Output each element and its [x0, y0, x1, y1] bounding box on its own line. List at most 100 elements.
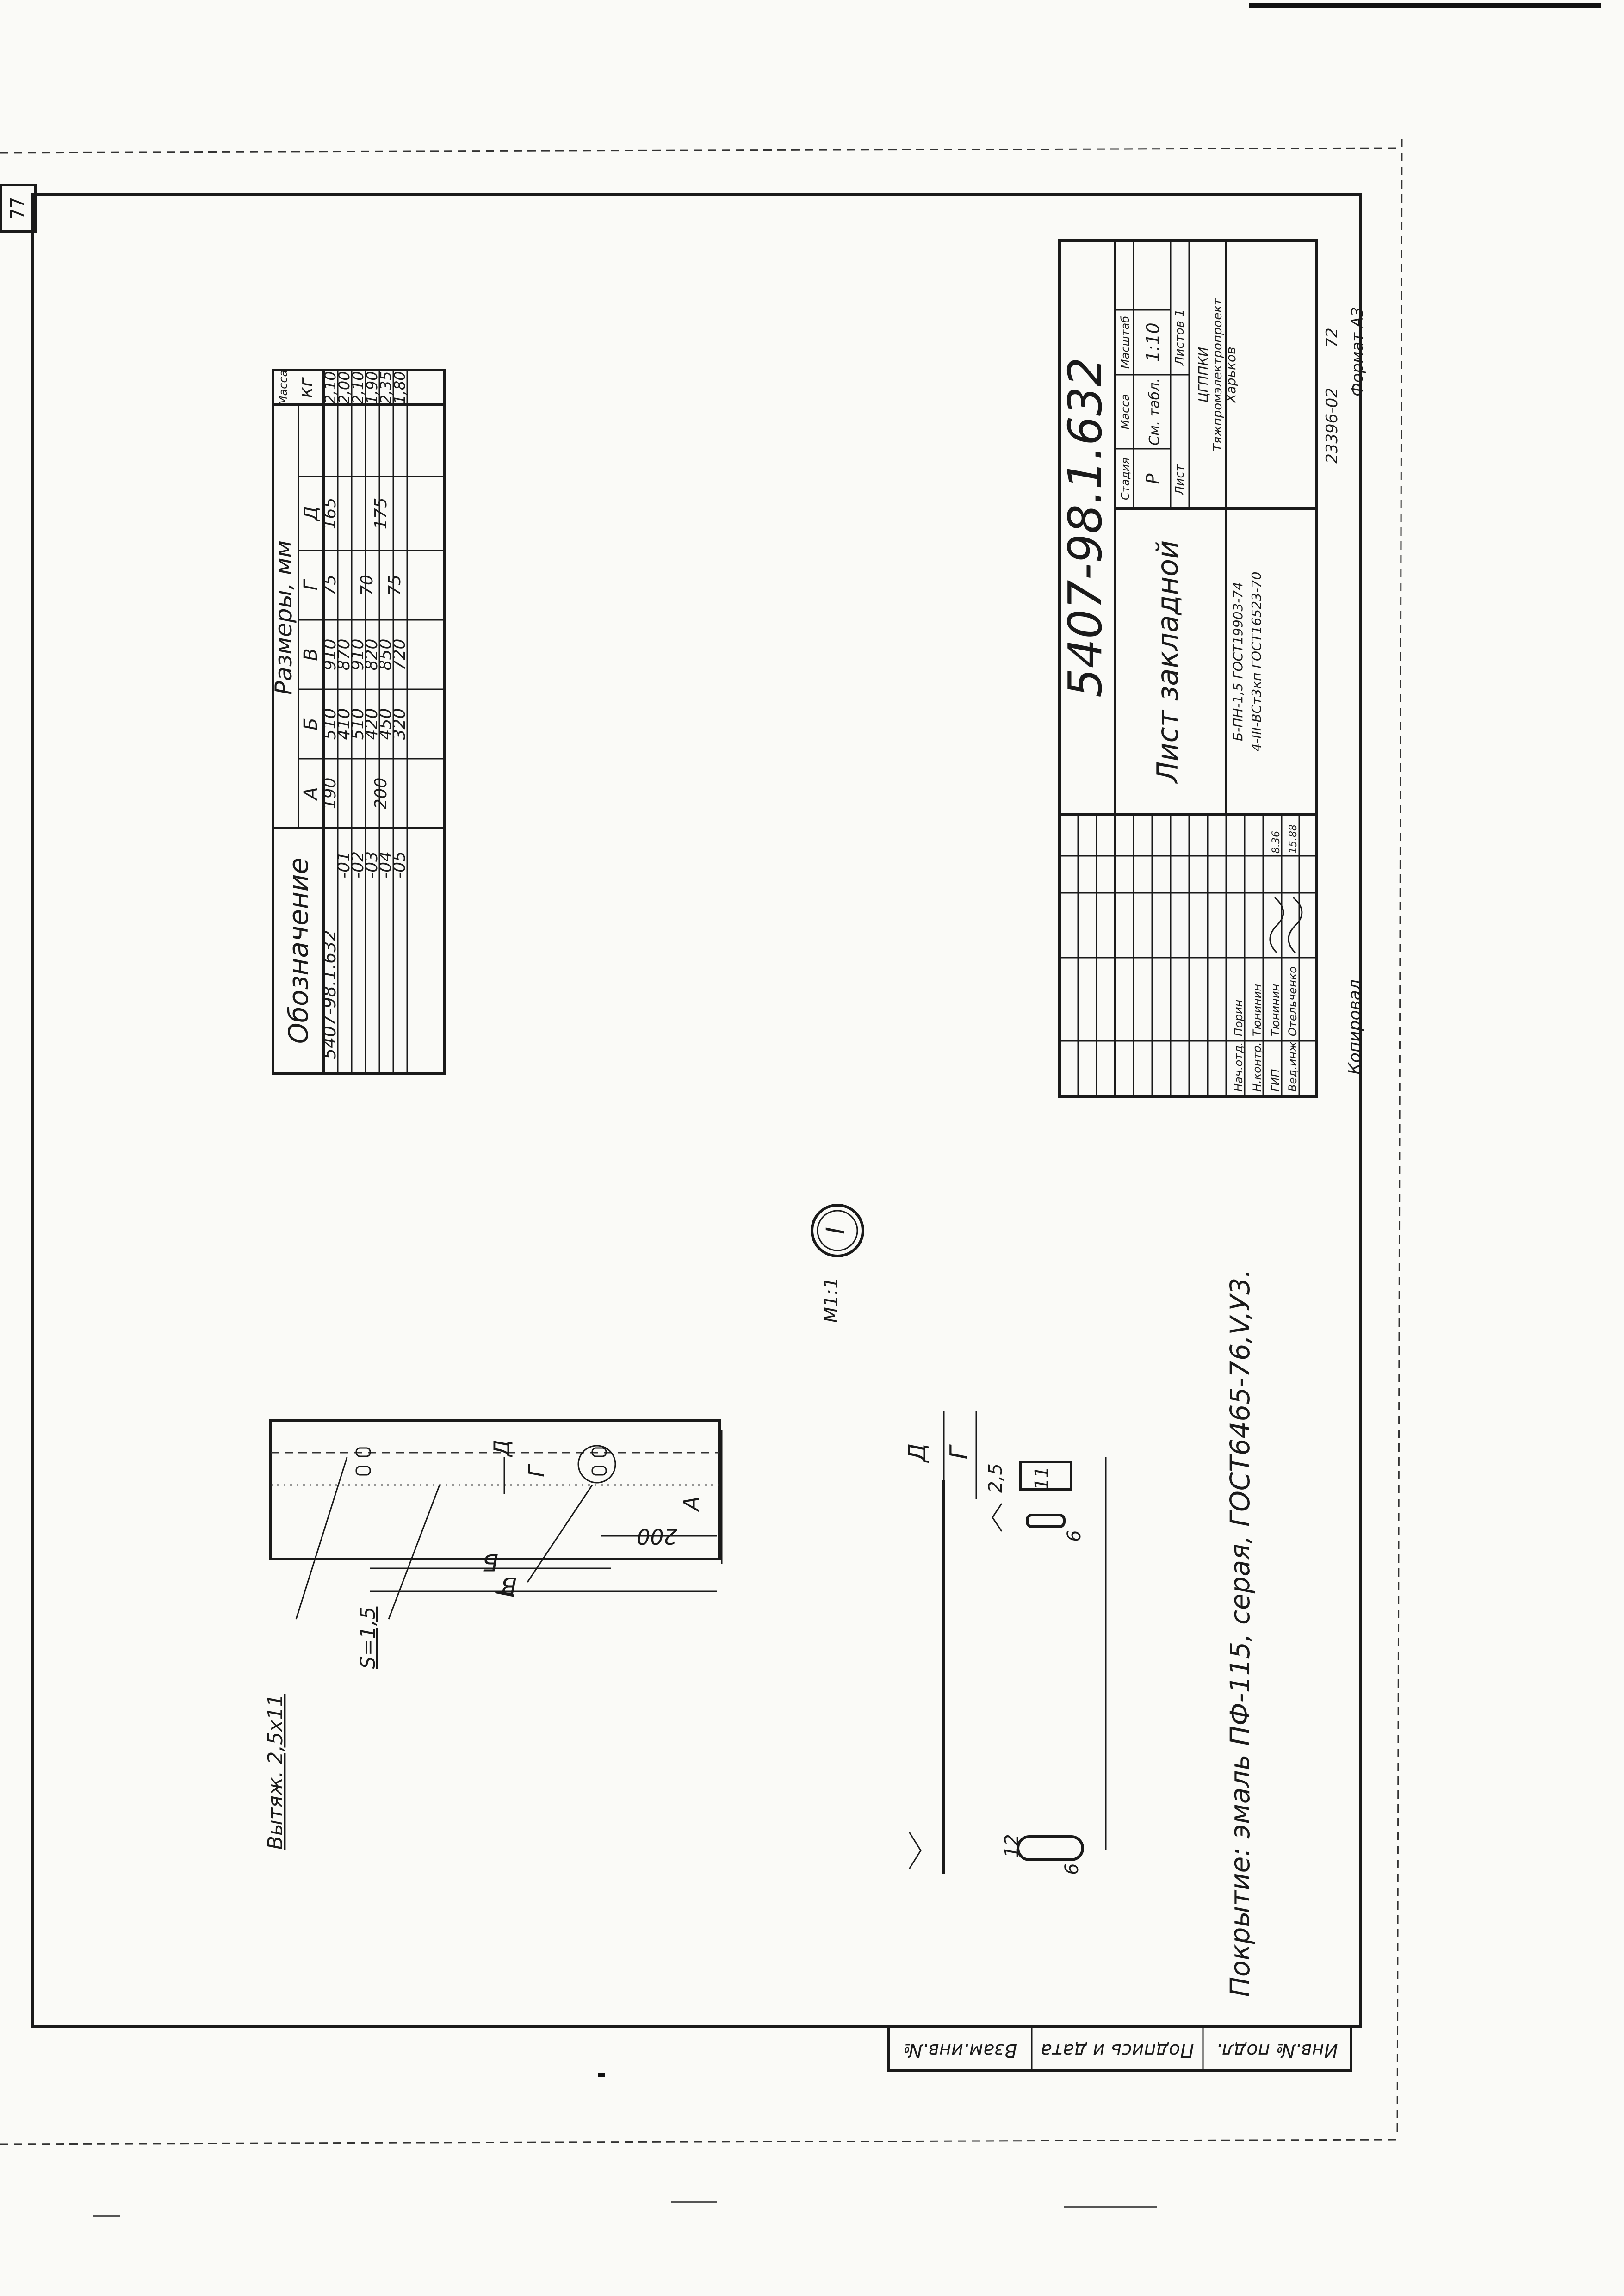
- detail-label: I: [490, 1590, 520, 1597]
- title-sheets-label: Листов 1: [1173, 309, 1187, 366]
- row-1-code: -01: [335, 851, 353, 879]
- side-stamp: Взам.инв.№ Подпись и дата Инв.№ подл.: [887, 2025, 1352, 2072]
- title-copied-label: Копировал: [1345, 979, 1364, 1075]
- row-3-v: 820: [362, 639, 381, 671]
- dim-200: 200: [637, 1524, 677, 1549]
- detail-marker: I: [821, 1227, 850, 1234]
- title-mass: См. табл.: [1147, 378, 1163, 446]
- role-0: Нач.отд.: [1232, 1042, 1245, 1092]
- row-2-mass: 2,10: [349, 371, 367, 404]
- role-3-date: 15.88: [1288, 824, 1299, 854]
- detail-dim-25: 2,5: [985, 1463, 1006, 1493]
- detail-scale: М1:1: [821, 1277, 842, 1323]
- sheet-number-box: 77: [0, 184, 37, 233]
- detail-dim-d: Д: [904, 1443, 931, 1463]
- row-0-d: 165: [321, 498, 340, 530]
- col-header-v: В: [300, 648, 322, 661]
- row-0-g: 75: [321, 575, 340, 596]
- title-stage-label: Стадия: [1119, 458, 1132, 500]
- detail-dim-6: 6: [1064, 1530, 1085, 1541]
- title-doc-number: 5407-98.1.632: [1058, 357, 1112, 698]
- row-5-mass: 1,80: [391, 371, 409, 404]
- title-org-line1: ЦГППКИ: [1196, 347, 1211, 402]
- title-scale-label: Масштаб: [1119, 316, 1132, 369]
- row-0-a: 190: [321, 778, 340, 810]
- side-stamp-sign-date: Подпись и дата: [1041, 2040, 1194, 2061]
- row-5-code: -05: [390, 851, 409, 879]
- table-header-mass-unit: кг: [296, 377, 317, 398]
- slot-2: [355, 1466, 371, 1476]
- dim-v: В: [501, 1572, 517, 1599]
- row-2-g: 70: [358, 575, 377, 596]
- title-scale: 1:10: [1143, 322, 1163, 362]
- role-1: Н.контр.: [1251, 1042, 1264, 1092]
- title-org-line3: Харьков: [1223, 347, 1239, 403]
- detail-marker-circle: [811, 1204, 864, 1257]
- detail-slot-large: [1017, 1835, 1084, 1861]
- title-block: 5407-98.1.632 Лист закладной Стадия Масс…: [1058, 239, 1367, 1098]
- hole-label: Вытяж. 2,5х11: [264, 1694, 287, 1850]
- break-mark-1: [908, 1832, 922, 1869]
- role-3: Вед.инж.: [1286, 1038, 1299, 1092]
- row-1-b: 410: [335, 708, 353, 740]
- row-3-d: 175: [372, 498, 391, 530]
- detail-dim-g: Г: [945, 1444, 973, 1459]
- title-stage: Р: [1143, 473, 1163, 484]
- scan-noise: [93, 2073, 1157, 2217]
- row-3-code: -03: [362, 851, 381, 879]
- title-name: Лист закладной: [1151, 540, 1184, 784]
- leader-thickness: [388, 1485, 440, 1620]
- slot-4: [591, 1466, 607, 1476]
- row-4-b: 450: [376, 708, 395, 740]
- detail-slot-small: [1026, 1514, 1066, 1528]
- row-4-mass: 2,35: [377, 371, 395, 404]
- slot-3: [591, 1447, 607, 1457]
- break-mark-2: [992, 1503, 1003, 1532]
- outer-dashed-border-top: [0, 147, 1398, 154]
- row-0-b: 510: [321, 708, 340, 740]
- title-material-line1: Б-ПН-1,5 ГОСТ19903-74: [1230, 582, 1246, 741]
- row-3-a: 200: [372, 778, 391, 810]
- slot-1: [355, 1447, 371, 1457]
- outer-dashed-border-right: [1396, 138, 1403, 2138]
- side-stamp-replaced-inv: Взам.инв.№: [903, 2040, 1017, 2061]
- row-5-v: 720: [390, 639, 409, 671]
- table-header-mass: Масса: [277, 370, 290, 406]
- table-header-designation: Обозначение: [283, 858, 314, 1044]
- dim-a: А: [679, 1496, 704, 1512]
- role-2-name: Тюнинин: [1269, 984, 1282, 1036]
- row-2-code: -02: [348, 851, 367, 879]
- leader-detail: [527, 1485, 593, 1583]
- row-1-mass: 2,00: [335, 371, 353, 404]
- plate-outline: [269, 1419, 721, 1560]
- detail-circle: [577, 1445, 616, 1484]
- plate-view: В Б 200 А Д Г Вытяж. 2,5х11 S=1,5 I: [264, 1419, 723, 1850]
- row-3-mass: 1,90: [363, 371, 381, 404]
- signature-mark: [1269, 897, 1284, 954]
- row-0-v: 910: [321, 639, 340, 671]
- title-footer-code: 23396-02: [1323, 388, 1341, 464]
- title-footer-num: 72: [1323, 328, 1341, 347]
- row-2-b: 510: [348, 708, 367, 740]
- dim-d: Д: [489, 1440, 514, 1457]
- title-format-label: Формат А3: [1348, 307, 1367, 396]
- row-4-g: 75: [385, 575, 404, 596]
- row-4-v: 850: [376, 639, 395, 671]
- thickness-label: S=1,5: [356, 1607, 380, 1669]
- row-5-b: 320: [390, 708, 409, 740]
- coating-note: Покрытие: эмаль ПФ-115, серая, ГОСТ6465-…: [1224, 1269, 1256, 1997]
- detail-dim-12: 12: [1001, 1834, 1023, 1858]
- row-4-code: -04: [376, 851, 395, 879]
- drawing-frame: [31, 193, 1362, 2028]
- col-header-a: А: [300, 787, 322, 801]
- dim-g: Г: [524, 1464, 549, 1477]
- sheet-number: 77: [7, 197, 28, 219]
- role-2: ГИП: [1269, 1069, 1282, 1092]
- role-2-date: 8.36: [1271, 831, 1282, 854]
- detail-view: I М1:1 Д Г 2,5 11 6 12 6: [811, 1204, 1107, 1875]
- col-header-b: Б: [300, 718, 322, 730]
- detail-slot-upper: [1019, 1461, 1072, 1491]
- detail-dim-6b: 6: [1061, 1863, 1083, 1875]
- row-2-v: 910: [348, 639, 367, 671]
- col-header-g: Г: [300, 579, 322, 590]
